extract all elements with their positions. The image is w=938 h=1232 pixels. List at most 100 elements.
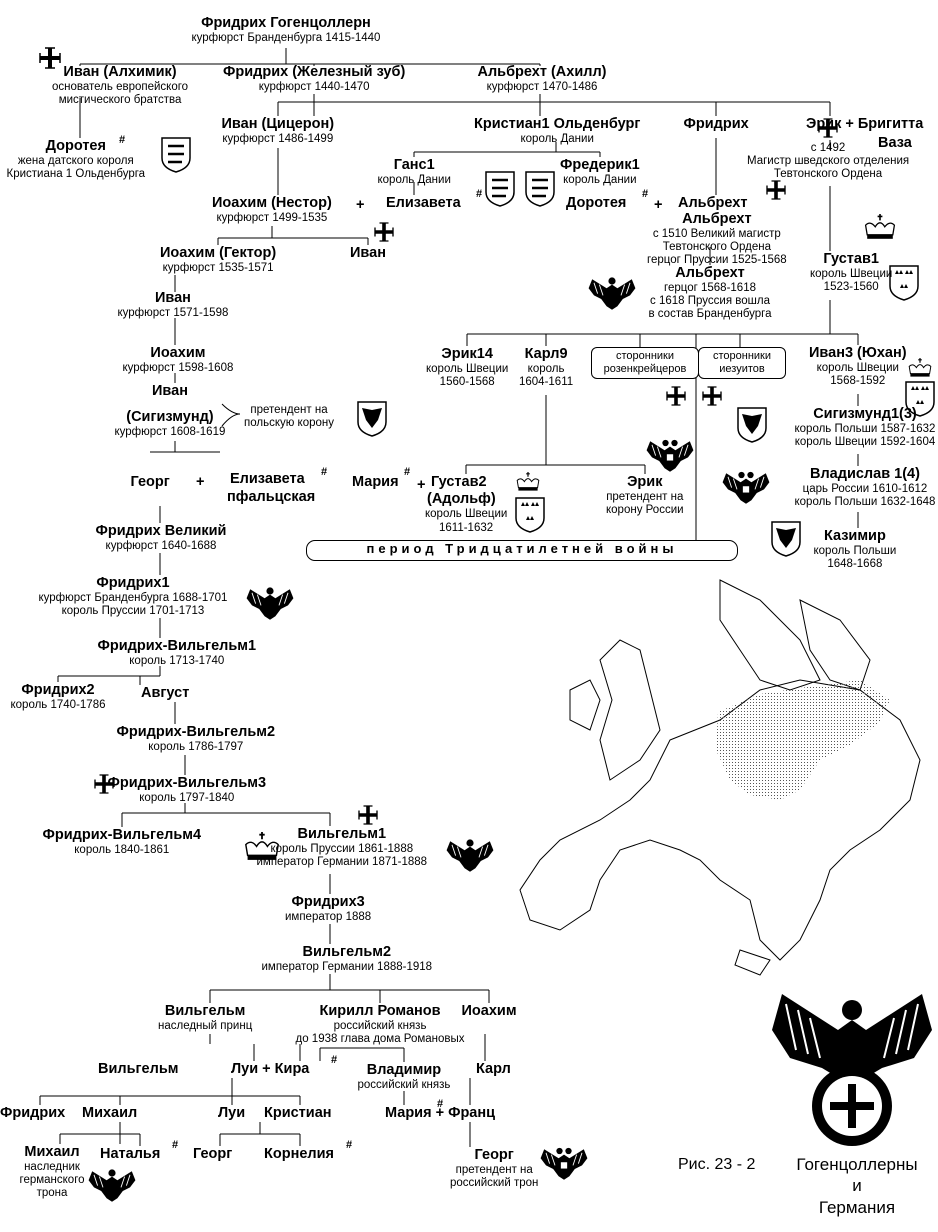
person-name: Иван3 (Юхан) bbox=[809, 345, 907, 361]
person-desc: с 1618 Пруссия вошла bbox=[650, 294, 770, 307]
marriage-mark: # bbox=[476, 188, 483, 200]
person-desc: курфюрст Бранденбурга 1688-1701 bbox=[38, 591, 228, 604]
person-desc: 1523-1560 bbox=[823, 280, 879, 293]
person-desc: король Пруссии 1701-1713 bbox=[61, 604, 205, 617]
person-august: Август bbox=[141, 685, 190, 701]
teutonic-cross-icon bbox=[94, 774, 114, 794]
marriage-mark: # bbox=[172, 1139, 179, 1151]
swedish-three-crowns-shield-icon bbox=[515, 497, 545, 533]
person-elisabeth1: Елизавета bbox=[386, 195, 461, 211]
person-name: Кирилл Романов bbox=[319, 1003, 441, 1019]
person-fr-iron: Фридрих (Железный зуб)курфюрст 1440-1470 bbox=[223, 64, 405, 94]
teutonic-cross-icon bbox=[358, 805, 378, 825]
person-gustav2: Густав2 bbox=[431, 474, 487, 490]
person-joachim-b: Иоахим bbox=[462, 1003, 517, 1020]
teutonic-cross-icon bbox=[818, 118, 838, 138]
person-desc: король Дании bbox=[377, 173, 451, 186]
person-wilhelm-c: Вильгельм bbox=[98, 1061, 179, 1077]
person-name: Сигизмунд1(3) bbox=[813, 406, 917, 422]
coastline bbox=[734, 949, 771, 976]
person-name: Ганс1 bbox=[393, 157, 435, 173]
person-name: Густав1 bbox=[823, 251, 879, 267]
person-name: Иоахим bbox=[150, 345, 206, 361]
teutonic-cross-icon bbox=[374, 222, 394, 242]
coastline bbox=[569, 679, 601, 731]
person-desc: король Пруссии 1861-1888 bbox=[270, 842, 414, 855]
person-name: Фридрих-Вильгельм3 bbox=[107, 775, 267, 791]
person-name: Иоахим (Гектор) bbox=[160, 245, 277, 261]
person-desc: российский князь bbox=[357, 1078, 451, 1091]
person-elisabeth-pf: Елизавета bbox=[230, 471, 305, 487]
person-joachim-nestor: Иоахим (Нестор)курфюрст 1499-1535 bbox=[212, 195, 332, 225]
person-adolf-desc: король Швеции bbox=[425, 508, 508, 520]
plus-sign: + bbox=[196, 474, 205, 490]
person-desc: король Польши bbox=[813, 544, 897, 557]
person-desc: наследный принц bbox=[158, 1019, 253, 1032]
person-name: Фридрих bbox=[683, 116, 749, 132]
marriage-mark: # bbox=[642, 188, 649, 200]
crown-icon bbox=[245, 831, 279, 860]
person-desc: курфюрст 1470-1486 bbox=[486, 80, 598, 93]
person-cornelia: Корнелия bbox=[264, 1146, 334, 1162]
person-name: Иоахим bbox=[461, 1003, 517, 1019]
crown-icon bbox=[516, 471, 540, 491]
person-desc: российский трон bbox=[450, 1176, 539, 1189]
person-name: Вильгельм bbox=[164, 1003, 246, 1019]
figure-caption: Рис. 23 - 2 bbox=[678, 1156, 756, 1173]
person-desc: 1568-1592 bbox=[830, 374, 886, 387]
person-name: Карл9 bbox=[524, 346, 568, 362]
person-maria-franz: Мария + Франц bbox=[385, 1105, 496, 1121]
person-desc: с 1492 bbox=[810, 142, 846, 154]
person-name: Фредерик1 bbox=[560, 157, 640, 173]
marriage-mark: # bbox=[331, 1054, 338, 1066]
teutonic-cross-icon bbox=[39, 47, 61, 69]
person-maria1: Мария bbox=[352, 474, 399, 490]
coastline bbox=[519, 679, 921, 961]
danish-lions-shield-icon bbox=[485, 171, 515, 207]
crown-icon bbox=[908, 357, 932, 377]
person-adolf-desc: 1611-1632 bbox=[439, 522, 494, 534]
person-desc: король Дании bbox=[563, 173, 637, 186]
person-christian-c: Кристиан bbox=[264, 1105, 332, 1121]
person-name: Кристиан1 Ольденбург bbox=[474, 116, 641, 132]
person-erik-brigitta: Эрик + Бригитта bbox=[806, 116, 924, 132]
double-headed-eagle-icon bbox=[540, 1147, 588, 1180]
person-michael: Михаил bbox=[82, 1105, 138, 1121]
person-name: Эрик bbox=[627, 474, 663, 490]
person-desc: король Швеции 1592-1604 bbox=[794, 435, 936, 448]
person-name: Фридрих1 bbox=[96, 575, 170, 591]
person-desc: Кристиана 1 Ольденбурга bbox=[6, 167, 146, 180]
person-desc: герцог Пруссии 1525-1568 bbox=[647, 254, 787, 267]
person-name: Фридрих Гогенцоллерн bbox=[201, 15, 371, 31]
person-desc: 1560-1568 bbox=[439, 375, 495, 388]
person-desc: до 1938 глава дома Романовых bbox=[295, 1032, 465, 1045]
person-karl: Карл bbox=[476, 1061, 511, 1077]
person-desc: король bbox=[527, 362, 565, 375]
person-desc: германского bbox=[19, 1173, 85, 1186]
person-desc: король Швеции bbox=[426, 362, 509, 375]
person-louis-kira: Луи + Кира bbox=[231, 1061, 310, 1077]
person-name: (Сигизмунд) bbox=[126, 409, 214, 425]
person-desc: курфюрст Бранденбурга 1415-1440 bbox=[191, 31, 381, 44]
person-name: Владимир bbox=[366, 1062, 442, 1078]
person-name: Иван bbox=[154, 290, 191, 306]
person-joachim-hector: Иоахим (Гектор)курфюрст 1535-1571 bbox=[160, 245, 276, 275]
person-friedrich-c: Фридрих bbox=[0, 1105, 66, 1121]
person-desc: Магистр шведского отделения bbox=[747, 155, 910, 168]
person-desc: 1604-1611 bbox=[519, 375, 574, 388]
person-desc: основатель европейского bbox=[52, 80, 189, 93]
